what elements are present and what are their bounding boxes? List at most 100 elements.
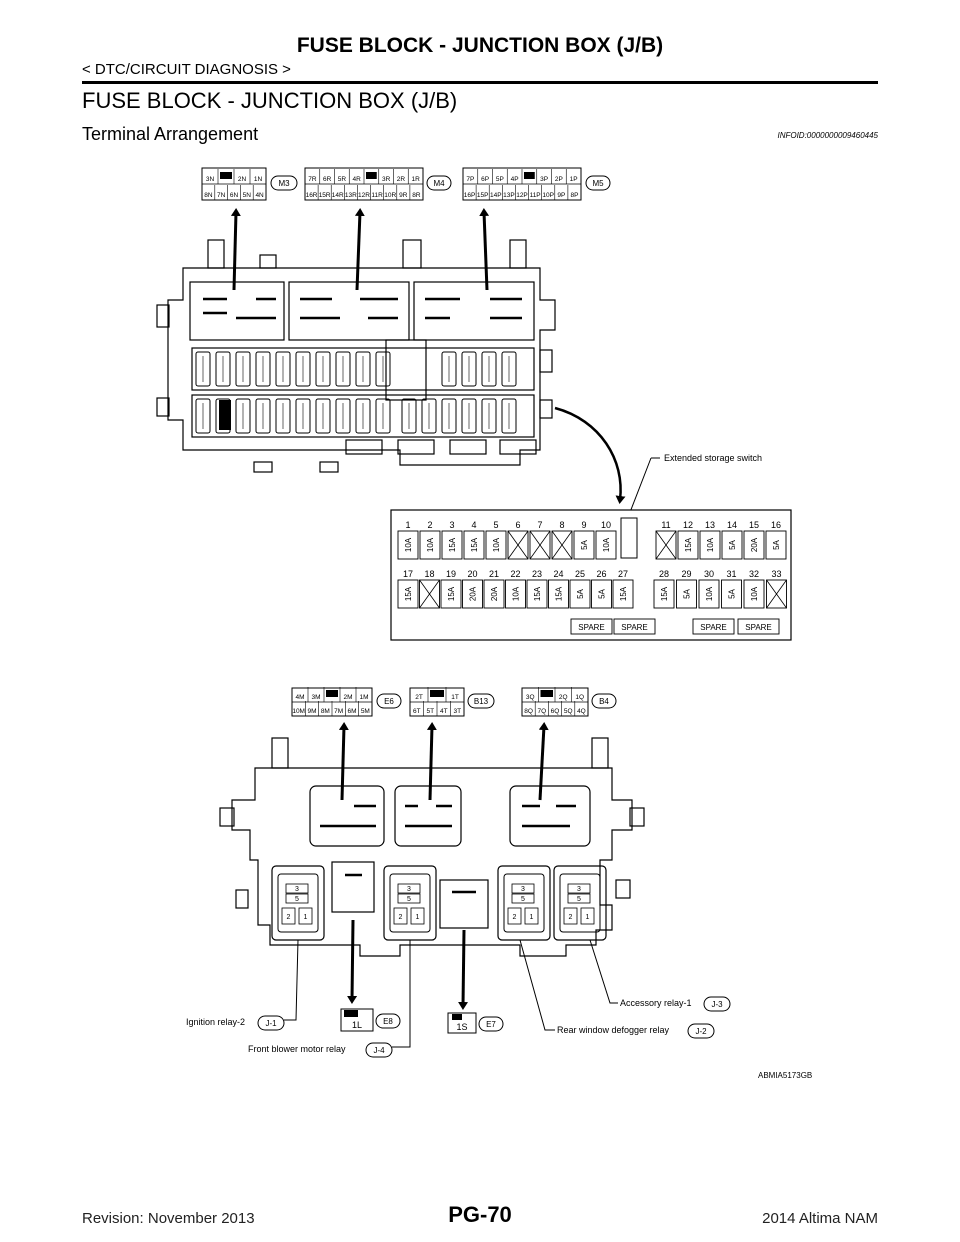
fuse-cell-23 [526,579,548,609]
fuse-number-17: 17 [403,569,413,579]
b13-pin-6t: 6T [413,708,421,715]
relay-terminal-3: 3 [521,886,525,893]
fuse-cell-2 [419,530,441,560]
b4-pin-1q: 1Q [575,694,584,701]
fuse-rating-31: 5A [728,588,737,598]
fuse-empty-mark [551,530,573,560]
fuse-empty-mark [529,530,551,560]
fuse-rating-30: 10A [705,586,714,601]
fuse-rating-4: 15A [470,537,479,552]
fuse-rating-21: 20A [490,586,499,601]
b13-pin-1t: 1T [451,694,459,701]
fuse-number-22: 22 [510,569,520,579]
fuse-slot [295,398,311,434]
fuse-slot [215,351,231,387]
fuse-empty-mark [507,530,529,560]
m5-pin-9p: 9P [557,192,565,199]
connector-tag-m3: M3 [278,179,290,188]
footer-page-number: PG-70 [448,1202,512,1227]
relay-terminal-3: 3 [577,886,581,893]
fuse-slot [481,351,497,387]
fuse-rating-32: 10A [750,586,759,601]
arrow-m5 [479,208,490,291]
connector-tag-e7: E7 [486,1020,496,1029]
relay-terminal-2: 2 [287,914,291,921]
m5-pin-1p: 1P [570,176,578,183]
fuse-number-20: 20 [467,569,477,579]
b4-pin-4q: 4Q [577,708,586,715]
fuse-number-2: 2 [427,520,432,530]
fuse-slot [335,351,351,387]
e6-pin-9m: 9M [307,708,316,715]
relay-terminal-1: 1 [530,914,534,921]
arrow-m3 [230,208,241,291]
subsection-title: Terminal Arrangement [82,124,259,144]
relay-terminal-box [567,893,591,904]
fuse-cell-15 [743,530,765,560]
fuse-slot [501,351,517,387]
fuse-slot [315,351,331,387]
e6-pin-7m: 7M [334,708,343,715]
fuse-cell-9 [573,530,595,560]
e6-pin-3m: 3M [311,694,320,701]
m4-pin-2r: 2R [397,176,406,183]
fuse-number-30: 30 [704,569,714,579]
relay-terminal-box [285,893,309,904]
relay-tag-j-2: J-2 [695,1027,707,1036]
fuse-rating-3: 15A [448,537,457,552]
fuse-cell-10 [595,530,617,560]
fuse-cell-29 [676,579,697,609]
fuse-rating-19: 15A [447,586,456,601]
b4-pin-5q: 5Q [564,708,573,715]
fuse-cell-1 [397,530,419,560]
fuse-number-6: 6 [515,520,520,530]
extended-storage-label: Extended storage switch [664,453,762,463]
callout-front-blower-motor-relay: Front blower motor relay J-4 [248,940,411,1058]
fuse-number-28: 28 [659,569,669,579]
fuse-rating-29: 5A [683,588,692,598]
m5-pin-8p: 8P [570,192,578,199]
fuse-rating-9: 5A [580,539,589,549]
fuse-cell-28 [653,579,675,609]
m4-pin-9r: 9R [399,192,408,199]
e6-key-block [326,690,338,697]
m3-pin-1n: 1N [254,176,263,183]
section-title: FUSE BLOCK - JUNCTION BOX (J/B) [82,88,458,113]
fuse-rating-20: 20A [469,586,478,601]
fuse-slot [461,398,477,434]
fuse-cell-27 [612,579,634,609]
fuse-rating-16: 5A [772,539,781,549]
e6-pin-10m: 10M [292,708,305,715]
fuse-cell-30 [698,579,720,609]
fuse-slot [401,398,417,434]
b13-pin-2t: 2T [415,694,423,701]
relay-terminal-box [567,883,591,894]
m4-pin-1r: 1R [411,176,420,183]
fuse-rating-1: 10A [404,537,413,552]
relay-terminal-5: 5 [295,896,299,903]
arrow-e7 [458,929,469,1010]
relay-terminal-box [397,883,421,894]
m4-pin-11r: 11R [371,192,383,199]
spare-label: SPARE [621,623,648,632]
fuse-number-24: 24 [553,569,563,579]
m5-pin-16p: 16P [464,192,476,199]
fuse-slots [195,351,517,434]
spare-label: SPARE [700,623,727,632]
fuse-number-3: 3 [449,520,454,530]
relay-terminal-box [281,907,296,925]
fuse-slot [255,398,271,434]
fuse-slot [375,398,391,434]
fuse-number-11: 11 [661,520,670,530]
relay-terminal-box [511,883,535,894]
m4-pin-7r: 7R [308,176,317,183]
figure-id: ABMIA5173GB [758,1071,813,1080]
fuse-slot [441,398,457,434]
relay-terminal-1: 1 [304,914,308,921]
fuse-slot [355,398,371,434]
